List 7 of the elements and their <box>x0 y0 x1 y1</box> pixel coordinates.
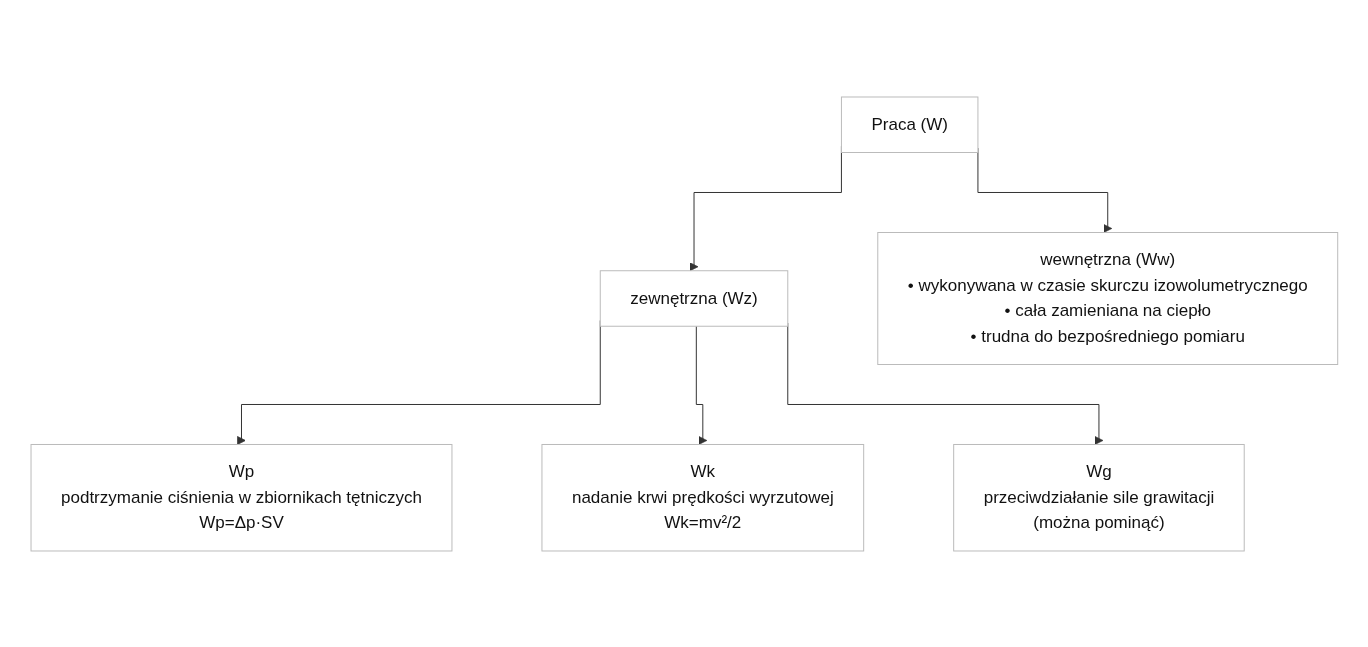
node-box: Praca (W) <box>840 96 979 153</box>
node-box: Wk nadanie krwi prędkości wyrzutowej Wk=mv²/2 <box>541 443 864 551</box>
node-box: zewnętrzna (Wz) <box>599 269 788 327</box>
node-box: Wp podtrzymanie ciśnienia w zbiornikach tętniczych Wp=Δp·SV <box>30 443 453 551</box>
arrow <box>695 325 707 445</box>
node-box: wewnętrzna (Ww) • wykonywana w czasie skurczu izowolumetrycznego • cała zamieniana na ciepło • trudna do bezpośredniego pomiaru <box>876 231 1338 365</box>
node-box: Wg przeciwdziałanie sile grawitacji (można pominąć) <box>952 443 1245 551</box>
